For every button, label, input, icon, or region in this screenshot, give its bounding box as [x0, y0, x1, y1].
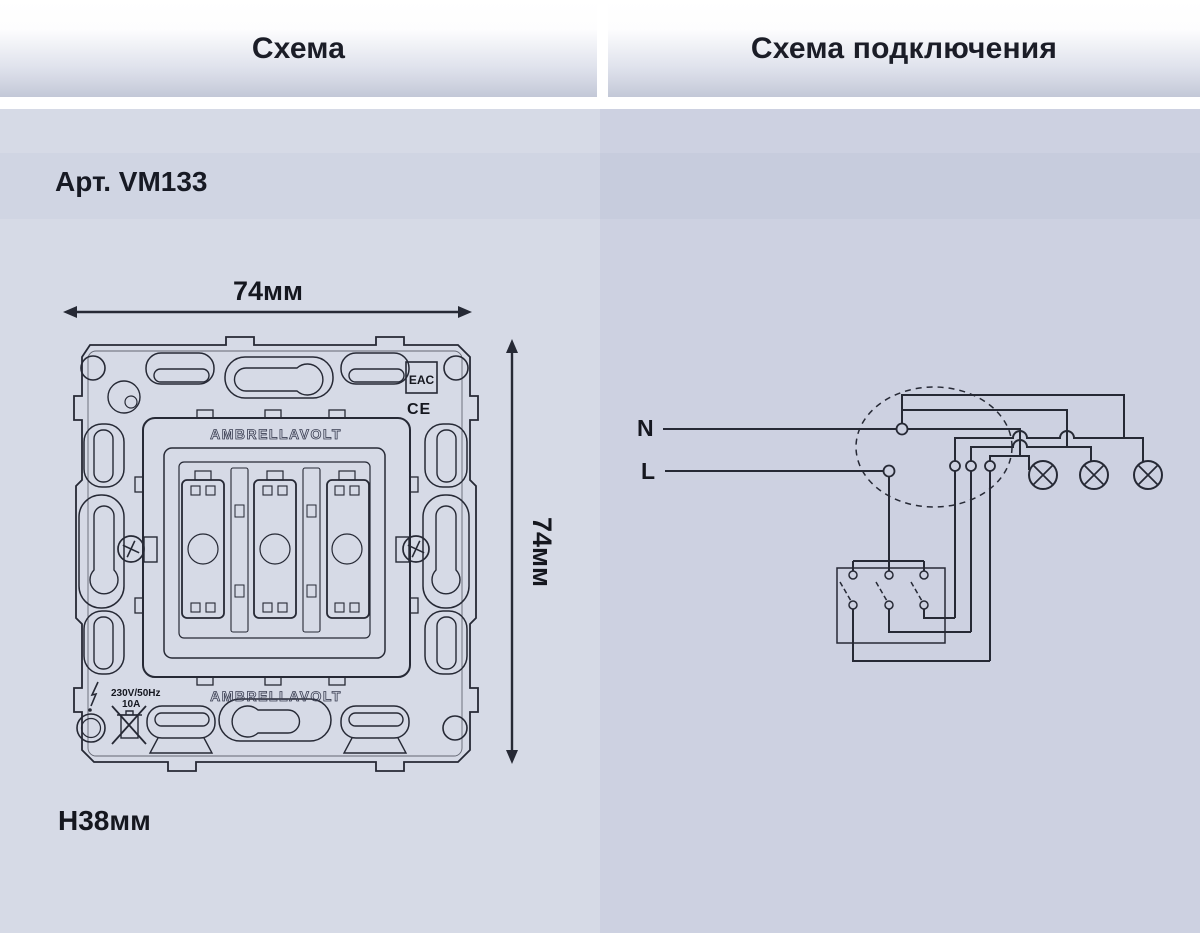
brand-engraving-top: AMBRELLAVOLT	[210, 426, 342, 442]
switch-frame: AMBRELLAVOLT	[134, 409, 419, 686]
terminal-sw3	[949, 460, 961, 472]
corner-hole-tr	[443, 355, 469, 381]
arrow-right-icon	[458, 306, 472, 318]
weee-bin-icon	[111, 705, 147, 745]
section-header-scheme: Схема	[0, 0, 597, 97]
slot-left-upper	[83, 423, 125, 488]
section-header-wiring: Схема подключения	[608, 0, 1200, 97]
slot-bottom-left	[146, 705, 216, 754]
keyhole-left	[78, 494, 125, 609]
article-band-right	[600, 153, 1200, 219]
switch-blades	[839, 581, 923, 602]
junction-terminals	[882, 422, 996, 478]
rating-voltage: 230V/50Hz	[111, 688, 160, 699]
keyhole-top-center	[224, 356, 334, 399]
rating-current: 10A	[122, 699, 140, 710]
line-label: L	[641, 458, 655, 484]
terminal-sw1	[984, 460, 996, 472]
slot-bottom-right	[340, 705, 410, 754]
brand-engraving-bottom: AMBRELLAVOLT	[210, 688, 342, 704]
mechanism-drawing: 74мм 74мм	[58, 276, 557, 836]
article-number: Арт. VM133	[55, 166, 208, 197]
mounting-plate: EAC CE	[73, 336, 479, 772]
corner-hole-tl	[80, 355, 106, 381]
corner-hole-bl	[76, 713, 106, 743]
rocker-module-3	[326, 470, 370, 619]
lightning-icon	[88, 681, 99, 712]
scheme-panel	[0, 109, 600, 933]
height-dimension: 74мм	[506, 339, 557, 764]
switch-box	[836, 567, 946, 644]
lamp-icon-2	[1079, 460, 1109, 490]
slot-right-lower	[424, 610, 468, 675]
rivet-detail	[107, 380, 141, 414]
slot-top-right	[340, 352, 410, 385]
lamp-icon-3	[1133, 460, 1163, 490]
rocker-module-2	[253, 470, 297, 619]
screw-right	[395, 535, 430, 563]
height-dimension-label: 74мм	[527, 517, 557, 587]
arrow-up-icon	[506, 339, 518, 353]
terminal-l	[882, 464, 896, 478]
eac-mark: EAC	[405, 361, 438, 394]
article-band-left	[0, 153, 600, 219]
neutral-label: N	[637, 415, 654, 441]
terminal-sw2	[965, 460, 977, 472]
keyhole-bottom-center	[218, 698, 332, 742]
scheme-title: Схема	[251, 31, 346, 65]
slot-top-left	[145, 352, 215, 385]
screw-left	[117, 535, 158, 563]
width-dimension-label: 74мм	[233, 276, 303, 306]
terminal-n	[895, 422, 909, 436]
slot-left-lower	[83, 610, 125, 675]
depth-label: Н38мм	[58, 805, 151, 836]
arrow-left-icon	[63, 306, 77, 318]
svg-text:EAC: EAC	[409, 373, 435, 387]
corner-hole-br	[442, 715, 468, 741]
lamp-icon-1	[1028, 460, 1058, 490]
ce-mark: CE	[407, 401, 431, 418]
wiring-panel	[600, 109, 1200, 933]
slot-right-upper	[424, 423, 468, 488]
wiring-drawing: N L	[637, 386, 1163, 662]
wires	[663, 394, 1144, 662]
arrow-down-icon	[506, 750, 518, 764]
wiring-title: Схема подключения	[750, 31, 1058, 65]
width-dimension: 74мм	[63, 276, 472, 318]
rocker-module-1	[181, 470, 225, 619]
